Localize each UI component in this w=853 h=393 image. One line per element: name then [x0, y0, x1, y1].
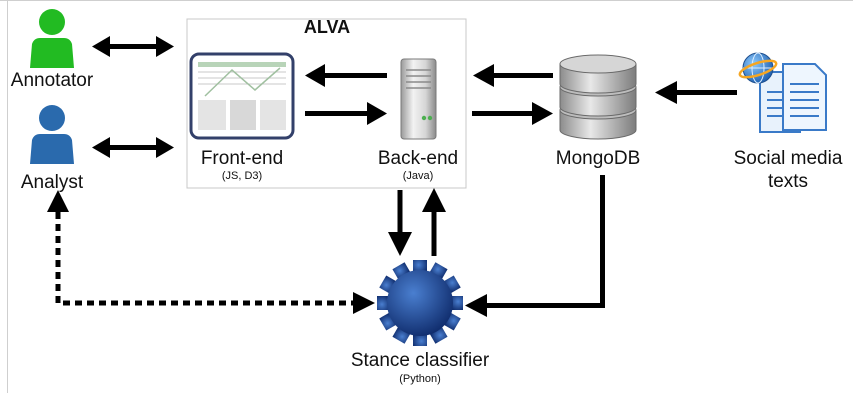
arrow-mongodb-to-backend	[473, 64, 553, 87]
classifier-sublabel: (Python)	[399, 373, 441, 385]
frontend-label: Front-end	[200, 148, 284, 169]
arrow-analyst-frontend	[92, 137, 174, 158]
mongodb-database-icon	[559, 54, 637, 140]
social-media-label-line1: Social media	[733, 148, 843, 169]
annotator-label: Annotator	[10, 70, 94, 91]
dashed-arrow-analyst-classifier	[47, 190, 375, 314]
backend-server-icon	[400, 58, 437, 140]
arrow-backend-to-frontend	[305, 64, 387, 87]
arrow-backend-to-mongodb	[472, 102, 553, 125]
mongodb-label: MongoDB	[555, 148, 641, 169]
frontend-screenshot-icon	[189, 52, 295, 140]
classifier-label: Stance classifier	[350, 350, 490, 371]
social-media-documents-icon	[738, 52, 827, 133]
arrow-frontend-to-backend	[305, 102, 387, 125]
backend-label: Back-end	[377, 148, 459, 169]
arrow-annotator-frontend	[92, 36, 174, 57]
classifier-gear-icon	[377, 260, 463, 346]
analyst-label: Analyst	[20, 172, 84, 193]
social-media-label-line2: texts	[767, 171, 809, 192]
arrow-backend-to-classifier	[388, 190, 412, 256]
annotator-person-icon	[30, 9, 74, 68]
analyst-person-icon	[30, 105, 74, 164]
backend-sublabel: (Java)	[402, 170, 434, 182]
arrow-classifier-to-backend	[422, 188, 446, 256]
frontend-sublabel: (JS, D3)	[221, 170, 263, 182]
arrow-social-to-mongodb	[655, 81, 737, 104]
alva-title: ALVA	[303, 17, 351, 37]
arrow-mongodb-to-classifier	[465, 175, 605, 317]
